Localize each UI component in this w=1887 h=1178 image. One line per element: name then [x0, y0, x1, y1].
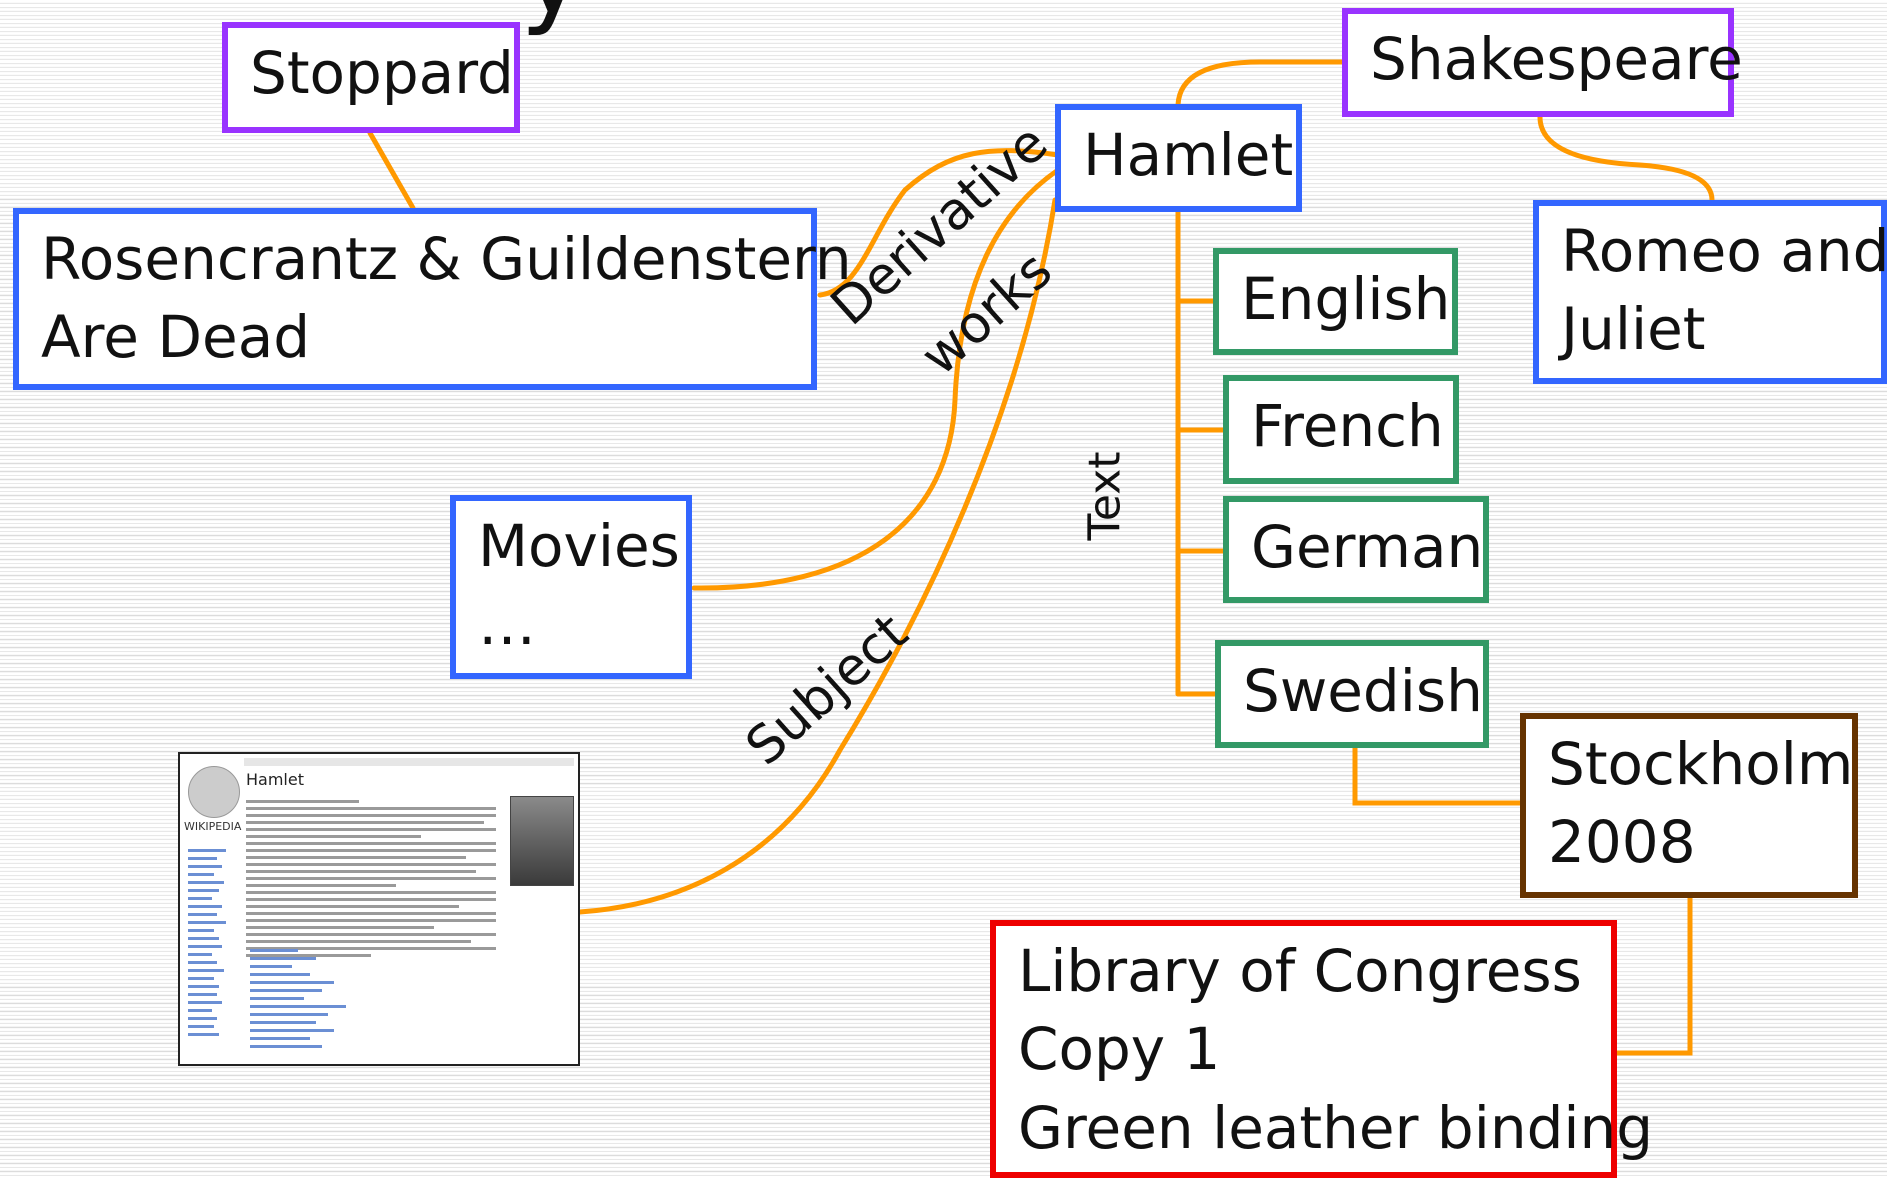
link-stockholm-library	[1612, 895, 1693, 1056]
node-english-label: English	[1241, 265, 1451, 333]
thumbnail-body-text	[246, 796, 496, 961]
node-german-label: German	[1251, 513, 1484, 581]
link-hamlet-subject	[577, 197, 1058, 915]
wikipedia-logo-icon	[188, 766, 240, 818]
node-shakespeare: Shakespeare	[1342, 8, 1743, 117]
node-stoppard-label: Stoppard	[250, 39, 514, 107]
thumbnail-sidebar	[188, 844, 236, 1041]
link-hamlet-shakespeare	[1175, 59, 1348, 108]
node-swedish-label: Swedish	[1243, 657, 1483, 725]
thumbnail-tab-bar	[244, 758, 574, 766]
edge-label-text: Text	[1079, 451, 1131, 541]
node-german: German	[1223, 496, 1489, 603]
node-romeo-line1: Romeo and	[1561, 217, 1887, 285]
node-library-line3: Green leather binding	[1018, 1093, 1654, 1162]
node-stockholm-line1: Stockholm	[1548, 730, 1854, 798]
node-movies-line1: Movies	[478, 512, 680, 580]
node-rosencrantz: Rosencrantz & Guildenstern Are Dead	[13, 208, 852, 390]
node-library: Library of Congress Copy 1 Green leather…	[990, 920, 1654, 1178]
link-swedish-stockholm	[1352, 745, 1525, 806]
thumbnail-photo	[510, 796, 574, 886]
thumbnail-page-title: Hamlet	[246, 770, 304, 789]
node-stockholm-line2: 2008	[1548, 808, 1696, 877]
link-hamlet-movies	[691, 167, 1061, 591]
node-movies: Movies …	[450, 495, 692, 679]
node-english: English	[1213, 248, 1458, 355]
link-hamlet-rosencrantz	[817, 148, 1061, 298]
link-stoppard-rosencrantz	[367, 130, 416, 211]
node-swedish: Swedish	[1215, 640, 1489, 748]
node-movies-line2: …	[478, 590, 536, 659]
node-stockholm: Stockholm 2008	[1520, 713, 1858, 898]
node-rosencrantz-line2: Are Dead	[41, 303, 311, 372]
node-hamlet-label: Hamlet	[1083, 121, 1294, 189]
node-romeo-line2: Juliet	[1561, 295, 1706, 364]
node-shakespeare-label: Shakespeare	[1370, 25, 1743, 93]
node-stoppard: Stoppard	[222, 22, 520, 133]
thumbnail-logo-text: WIKIPEDIA	[184, 820, 242, 833]
node-french-label: French	[1251, 392, 1444, 460]
thumbnail-contents	[250, 944, 370, 1053]
wikipedia-page-thumbnail: WIKIPEDIA Hamlet	[178, 752, 580, 1066]
node-rosencrantz-line1: Rosencrantz & Guildenstern	[41, 225, 852, 293]
node-library-line2: Copy 1	[1018, 1015, 1221, 1084]
link-shakespeare-romeo	[1537, 114, 1715, 203]
node-hamlet: Hamlet	[1055, 104, 1302, 212]
node-romeo: Romeo and Juliet	[1533, 200, 1887, 384]
node-french: French	[1223, 375, 1459, 484]
node-library-line1: Library of Congress	[1018, 937, 1582, 1005]
title-fragment: y	[520, 0, 585, 38]
